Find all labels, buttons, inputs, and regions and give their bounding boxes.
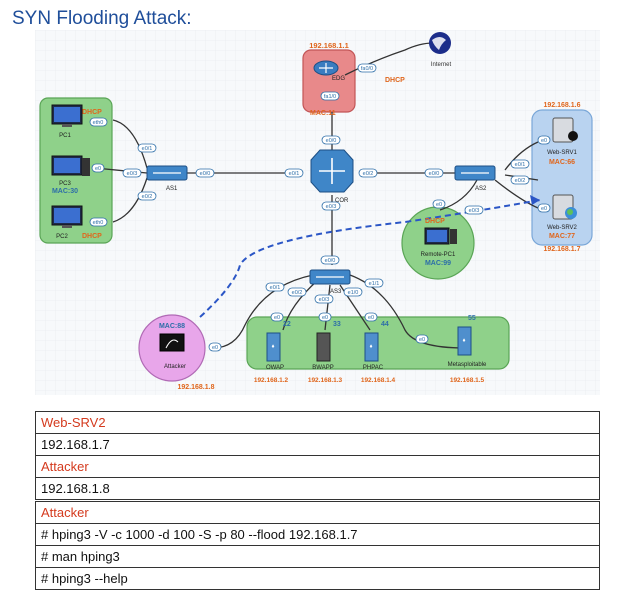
svg-text:e0/3: e0/3: [319, 297, 330, 303]
websrv1-name: Web-SRV1: [547, 150, 577, 156]
svg-text:22: 22: [283, 321, 291, 328]
websrv2-name: Web-SRV2: [547, 225, 577, 231]
host-phpac[interactable]: ♦: [364, 332, 379, 362]
svg-text:e0/2: e0/2: [292, 290, 303, 296]
table-cell: 192.168.1.8: [35, 477, 600, 500]
internet-label: Internet: [431, 62, 452, 68]
attack-arrow: [530, 195, 540, 205]
svg-text:55: 55: [468, 315, 476, 322]
ip-table: Web-SRV2 192.168.1.7 Attacker 192.168.1.…: [35, 411, 600, 500]
edge-dhcp: DHCP: [385, 77, 405, 84]
svg-text:e0/1: e0/1: [270, 285, 281, 291]
table-cell: Web-SRV2: [35, 411, 600, 434]
meta-name: Metasploitable: [448, 362, 487, 368]
owap-name: OWAP: [266, 365, 284, 371]
bwapp-name: BWAPP: [312, 365, 333, 371]
table-cell: # hping3 -V -c 1000 -d 100 -S -p 80 --fl…: [35, 523, 600, 546]
core-name: COR: [335, 198, 349, 204]
svg-text:e0: e0: [541, 206, 547, 212]
phpac-name: PHPAC: [363, 365, 384, 371]
pc1-port: eth0: [93, 120, 104, 126]
remote-port: e0: [436, 202, 442, 208]
svg-text:e0: e0: [368, 315, 374, 321]
svg-text:♦: ♦: [271, 344, 274, 350]
table-cell: 192.168.1.7: [35, 433, 600, 456]
core-port-e01: e0/1: [289, 171, 300, 177]
svg-text:e0/1: e0/1: [515, 162, 526, 168]
svg-text:♦: ♦: [462, 338, 465, 344]
svg-text:e1/1: e1/1: [369, 281, 380, 287]
host-bwapp[interactable]: [316, 332, 331, 362]
page-title: SYN Flooding Attack:: [12, 8, 192, 29]
svg-text:e0/1: e0/1: [142, 146, 153, 152]
attacker-mac: MAC:88: [159, 323, 185, 330]
attacker-monitor-icon[interactable]: [159, 333, 185, 352]
svg-text:e0/2: e0/2: [142, 194, 153, 200]
edge-port-fa00: fa0/0: [361, 66, 373, 72]
edge-name: EDG: [332, 76, 345, 82]
svg-text:♦: ♦: [369, 344, 372, 350]
svg-text:e0/3: e0/3: [127, 171, 138, 177]
svg-text:33: 33: [333, 321, 341, 328]
attack-path: [199, 199, 541, 318]
websrv2-ip: 192.168.1.7: [544, 246, 581, 253]
svg-text:e0/2: e0/2: [515, 178, 526, 184]
table-cell: # man hping3: [35, 545, 600, 568]
table-cell: Attacker: [35, 455, 600, 478]
core-port-e03: e0/3: [326, 204, 337, 210]
owap-ip: 192.168.1.2: [254, 377, 289, 384]
zone-edge: [302, 49, 356, 113]
svg-text:e0/0: e0/0: [325, 258, 336, 264]
as1-name: AS1: [166, 186, 178, 192]
core-port-e02: e0/2: [363, 171, 374, 177]
edge-port-fa10: fa1/0: [324, 94, 336, 100]
svg-text:e0/0: e0/0: [429, 171, 440, 177]
remote-mac: MAC:99: [425, 260, 451, 267]
remote-name: Remote-PC1: [421, 252, 456, 258]
core-port-e00: e0/0: [326, 138, 337, 144]
pc3-name: PC3: [59, 181, 71, 187]
attacker-port: e0: [212, 345, 218, 351]
pc2-port: eth0: [93, 220, 104, 226]
svg-text:44: 44: [381, 321, 389, 328]
as3-name: AS3: [330, 289, 342, 295]
attacker-name: Attacker: [164, 364, 186, 370]
websrv-ip-top: 192.168.1.6: [544, 102, 581, 109]
pc2-name: PC2: [56, 234, 68, 240]
table-cell: # hping3 --help: [35, 567, 600, 590]
svg-text:e0: e0: [274, 315, 280, 321]
svg-text:e0: e0: [419, 337, 425, 343]
edge-ip: 192.168.1.1: [309, 41, 349, 50]
host-metasploitable[interactable]: ♦: [457, 326, 472, 356]
network-diagram: Internet 192.168.1.1 EDG MAC:11 fa0/0 fa…: [35, 30, 600, 395]
pc3-port: e0: [95, 166, 101, 172]
pc2-dhcp: DHCP: [82, 233, 102, 240]
host-owap[interactable]: ♦: [266, 332, 281, 362]
pc3-mac: MAC:30: [52, 188, 78, 195]
svg-text:e0/3: e0/3: [469, 208, 480, 214]
svg-text:e1/0: e1/0: [348, 290, 359, 296]
attacker-ip: 192.168.1.8: [178, 384, 215, 391]
command-table: Attacker # hping3 -V -c 1000 -d 100 -S -…: [35, 501, 600, 590]
svg-text:e0: e0: [541, 138, 547, 144]
pc1-dhcp: DHCP: [82, 109, 102, 116]
websrv1-mac: MAC:66: [549, 159, 575, 166]
edge-mac: MAC:11: [310, 110, 336, 117]
bwapp-ip: 192.168.1.3: [308, 377, 343, 384]
links: [94, 42, 539, 349]
websrv2-mac: MAC:77: [549, 233, 575, 240]
as2-name: AS2: [475, 186, 487, 192]
svg-text:e0/0: e0/0: [200, 171, 211, 177]
phpac-ip: 192.168.1.4: [361, 377, 396, 384]
svg-text:e0: e0: [322, 315, 328, 321]
remote-dhcp: DHCP: [425, 218, 445, 225]
table-cell: Attacker: [35, 501, 600, 524]
meta-ip: 192.168.1.5: [450, 377, 485, 384]
pc1-name: PC1: [59, 133, 71, 139]
